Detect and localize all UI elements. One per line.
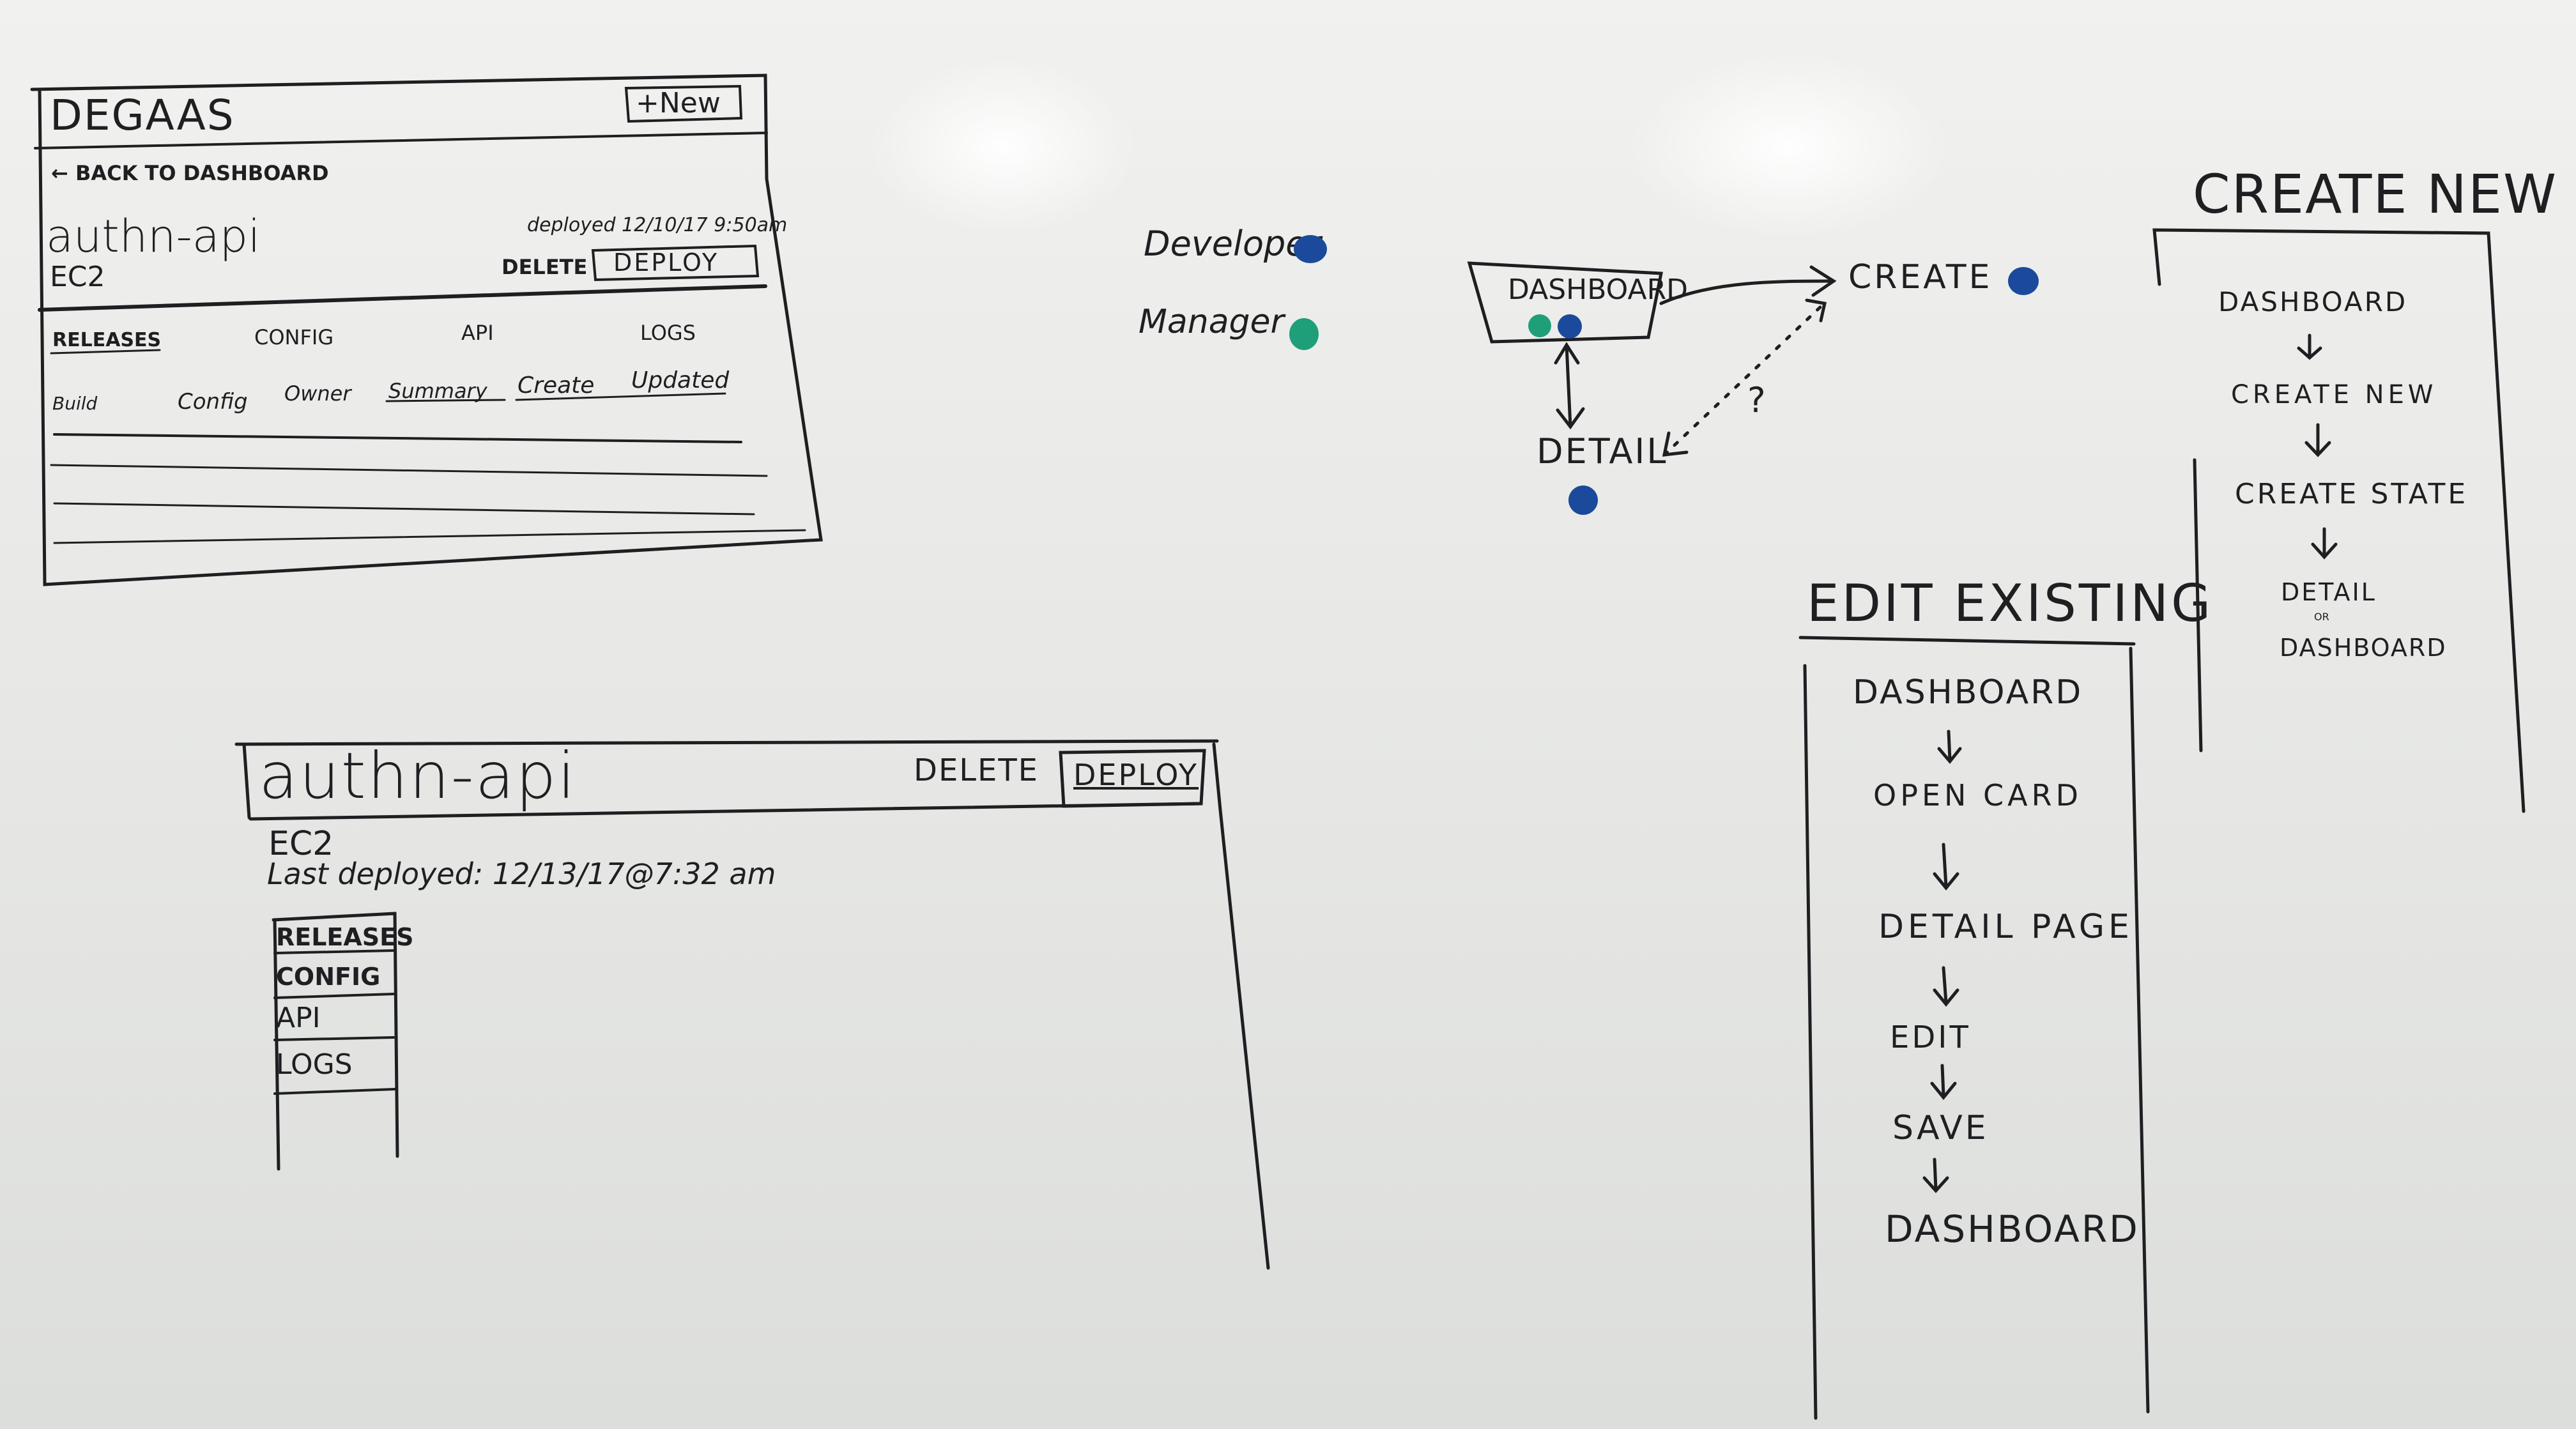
manager-dot <box>1289 318 1319 350</box>
tab-logs[interactable]: LOGS <box>640 321 696 345</box>
flow-question-mark: ? <box>1747 380 1766 420</box>
flow-dashboard-node: DASHBOARD <box>1508 273 1689 306</box>
edit-existing-step-edit: EDIT <box>1890 1020 1971 1055</box>
tab-config[interactable]: CONFIG <box>254 325 334 349</box>
edit-existing-step-dashboard: DASHBOARD <box>1853 673 2083 712</box>
column-build: Build <box>52 393 98 414</box>
service-type: EC2 <box>50 261 105 293</box>
flow-dashboard-manager-dot <box>1528 314 1551 337</box>
create-new-step-dashboard: DASHBOARD <box>2218 286 2408 317</box>
side-tab-releases[interactable]: RELEASES <box>276 923 414 951</box>
edit-existing-title: EDIT EXISTING <box>1807 574 2214 633</box>
create-new-step-dashboard-final: DASHBOARD <box>2280 634 2447 662</box>
edit-existing-step-detail-page: DETAIL PAGE <box>1878 908 2133 946</box>
tab-api[interactable]: API <box>461 321 494 345</box>
column-create: Create <box>518 372 595 399</box>
delete-button-large[interactable]: DELETE <box>914 753 1039 788</box>
new-button[interactable]: +New <box>636 87 721 119</box>
service-name-large: authn-api <box>259 738 577 813</box>
column-config: Config <box>178 389 248 415</box>
column-summary: Summary <box>388 379 487 403</box>
legend-developer-label: Developer <box>1144 224 1321 264</box>
create-new-step-create-new: CREATE NEW <box>2231 380 2437 409</box>
edit-existing-step-save: SAVE <box>1892 1109 1989 1147</box>
side-tab-logs[interactable]: LOGS <box>276 1048 353 1081</box>
create-new-step-detail: DETAIL <box>2281 578 2377 606</box>
flow-create-node: CREATE <box>1848 258 1993 296</box>
service-name: authn-api <box>46 210 261 263</box>
legend-manager-label: Manager <box>1138 303 1284 341</box>
column-owner: Owner <box>284 381 351 406</box>
developer-dot <box>1294 235 1327 263</box>
delete-button[interactable]: DELETE <box>502 255 588 279</box>
flow-detail-developer-dot <box>1568 485 1598 515</box>
column-updated: Updated <box>631 367 730 394</box>
last-deployed-text: Last deployed: 12/13/17@7:32 am <box>267 857 776 891</box>
side-tab-config[interactable]: CONFIG <box>276 963 381 991</box>
create-new-title: CREATE NEW <box>2193 163 2558 225</box>
side-tab-api[interactable]: API <box>276 1002 321 1034</box>
create-new-step-or: OR <box>2314 611 2329 623</box>
service-type-large: EC2 <box>268 825 334 863</box>
deploy-button-large[interactable]: DEPLOY <box>1073 758 1199 792</box>
app-title: DEGAAS <box>50 91 235 140</box>
create-new-step-create-state: CREATE STATE <box>2235 478 2469 510</box>
edit-existing-step-dashboard-final: DASHBOARD <box>1885 1207 2140 1251</box>
flow-create-developer-dot <box>2008 267 2039 295</box>
flow-dashboard-developer-dot <box>1558 314 1582 339</box>
flow-detail-node: DETAIL <box>1537 431 1668 471</box>
tab-releases[interactable]: RELEASES <box>52 329 162 351</box>
edit-existing-step-open-card: OPEN CARD <box>1873 778 2083 813</box>
deploy-button[interactable]: DEPLOY <box>613 248 719 277</box>
deployed-text: deployed 12/10/17 9:50am <box>527 214 788 236</box>
back-to-dashboard-link[interactable]: ← BACK TO DASHBOARD <box>51 161 329 185</box>
